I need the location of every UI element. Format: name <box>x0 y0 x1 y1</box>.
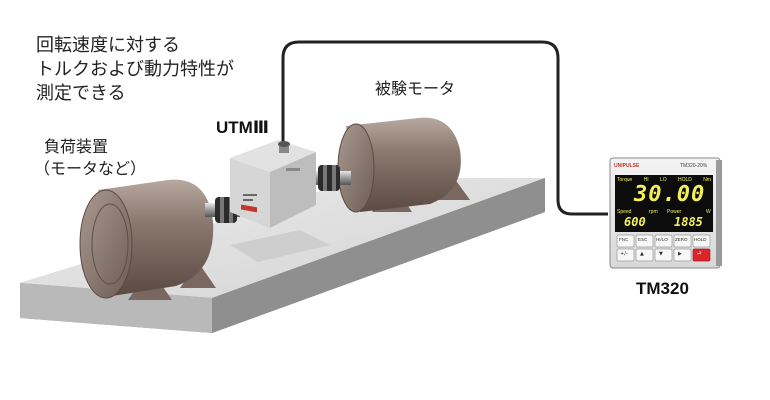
enter-key[interactable]: ⮐ <box>697 251 702 257</box>
sensor-model-label: UTMⅢ <box>216 118 269 137</box>
right-key[interactable]: ▶ <box>678 251 682 257</box>
display-top-labels: Torque HI LO HOLD Nm <box>617 177 711 183</box>
up-key[interactable]: ▲ <box>640 251 644 257</box>
tm320-meter <box>609 157 722 269</box>
hilo-key[interactable]: HI/LO <box>656 237 668 242</box>
caption-line-3: 測定できる <box>36 83 126 104</box>
torque-readout: 30.00 <box>634 182 706 207</box>
power-unit: W <box>706 209 711 215</box>
meter-model-label: TM320 <box>636 279 689 298</box>
fnc-key[interactable]: FNC <box>619 237 629 242</box>
keypad <box>616 234 711 262</box>
test-motor-label: 被験モータ <box>375 79 456 98</box>
meter-model-small: TM320-20% <box>680 163 708 169</box>
speed-label: Speed <box>617 209 632 215</box>
load-device-label-line-1: 負荷装置 <box>44 137 109 156</box>
load-device-label-line-2: （モータなど） <box>34 159 147 178</box>
torque-unit: Nm <box>703 177 711 183</box>
hold-key[interactable]: HOLD <box>694 237 707 242</box>
power-readout: 1885 <box>674 215 703 229</box>
caption-line-2: トルクおよび動力特性が <box>36 59 234 80</box>
hold-indicator: HOLD <box>677 177 692 183</box>
zero-key[interactable]: ZERO <box>675 237 688 242</box>
caption: 回転速度に対する トルクおよび動力特性が 測定できる <box>36 34 234 106</box>
rpm-unit: rpm <box>649 209 658 215</box>
load-device <box>79 179 216 300</box>
hi-indicator: HI <box>643 177 649 183</box>
caption-line-1: 回転速度に対する <box>36 35 180 56</box>
down-key[interactable]: ▼ <box>659 251 663 257</box>
meter-brand: UNIPULSE <box>614 163 640 169</box>
esc-key[interactable]: ESC <box>638 237 648 242</box>
speed-readout: 600 <box>624 215 646 229</box>
test-motor <box>337 117 470 213</box>
power-label: Power <box>667 209 682 215</box>
lo-indicator: LO <box>659 177 667 183</box>
torque-label: Torque <box>617 177 633 183</box>
torque-sensor <box>230 140 316 228</box>
signal-cable <box>281 40 608 216</box>
load-device-label: 負荷装置 （モータなど） <box>34 136 146 180</box>
sign-key[interactable]: +/- <box>620 251 628 257</box>
